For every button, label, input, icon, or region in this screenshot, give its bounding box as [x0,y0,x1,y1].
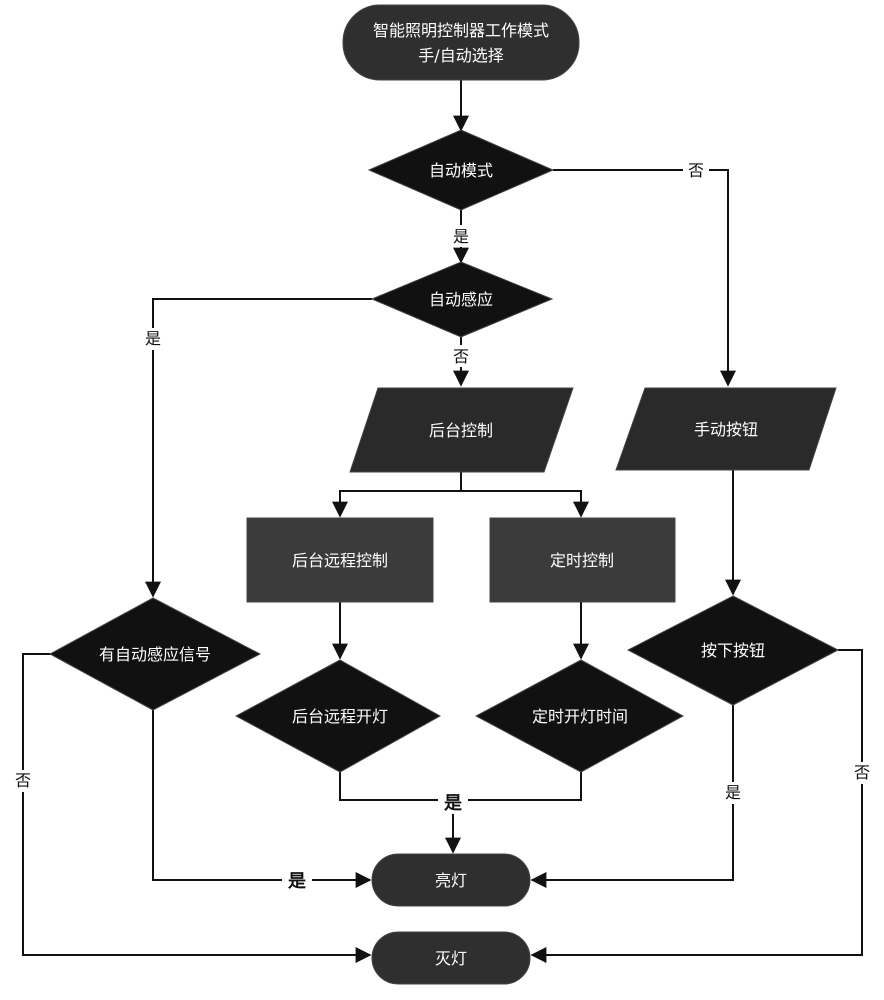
light-off-label: 灭灯 [435,949,467,968]
edges [22,80,863,963]
edge-press-yes-to-light-on [530,705,734,888]
label-press-yes: 是 [725,783,741,802]
edge-labels: 否 是 是 否 否 是 是 否 是 [10,160,875,892]
remote-on-decision: 后台远程开灯 [234,659,442,773]
label-auto-sense-yes: 是 [145,329,161,348]
start-terminal: 智能照明控制器工作模式 手/自动选择 [342,4,580,81]
backend-control-io: 后台控制 [349,387,574,473]
timer-on-label: 定时开灯时间 [532,707,628,726]
label-signal-no: 否 [15,771,31,790]
edge-press-no-to-light-off [530,649,863,963]
label-auto-mode-yes: 是 [453,227,469,246]
edge-backend-to-remote [332,490,461,518]
auto-mode-label: 自动模式 [429,161,493,180]
timer-control-process: 定时控制 [489,517,676,603]
auto-sense-decision: 自动感应 [370,261,554,338]
press-button-label: 按下按钮 [701,641,765,660]
light-off-terminal: 灭灯 [371,931,531,985]
remote-control-label: 后台远程控制 [292,551,388,570]
sense-signal-decision: 有自动感应信号 [48,597,262,711]
auto-mode-decision: 自动模式 [367,129,555,211]
label-press-no: 否 [854,763,870,782]
timer-control-label: 定时控制 [550,551,614,570]
auto-sense-label: 自动感应 [429,290,493,309]
start-line2: 手/自动选择 [418,46,503,65]
timer-on-decision: 定时开灯时间 [474,659,685,773]
label-join-yes: 是 [443,793,462,814]
sense-signal-label: 有自动感应信号 [99,645,211,664]
label-auto-mode-no: 否 [688,161,704,180]
remote-on-label: 后台远程开灯 [292,707,388,726]
label-auto-sense-no: 否 [453,347,469,366]
backend-control-label: 后台控制 [429,421,493,440]
edge-backend-to-timer [461,490,589,518]
manual-button-label: 手动按钮 [694,420,758,439]
edge-auto-sense-to-signal [145,298,372,598]
remote-control-process: 后台远程控制 [246,517,434,603]
manual-button-io: 手动按钮 [615,387,837,471]
edge-auto-mode-to-manual [553,169,736,387]
press-button-decision: 按下按钮 [626,595,840,706]
light-on-label: 亮灯 [435,871,467,890]
edge-signal-no-to-light-off [22,653,372,963]
start-line1: 智能照明控制器工作模式 [373,21,549,40]
light-on-terminal: 亮灯 [371,853,531,907]
label-signal-yes: 是 [287,871,306,892]
